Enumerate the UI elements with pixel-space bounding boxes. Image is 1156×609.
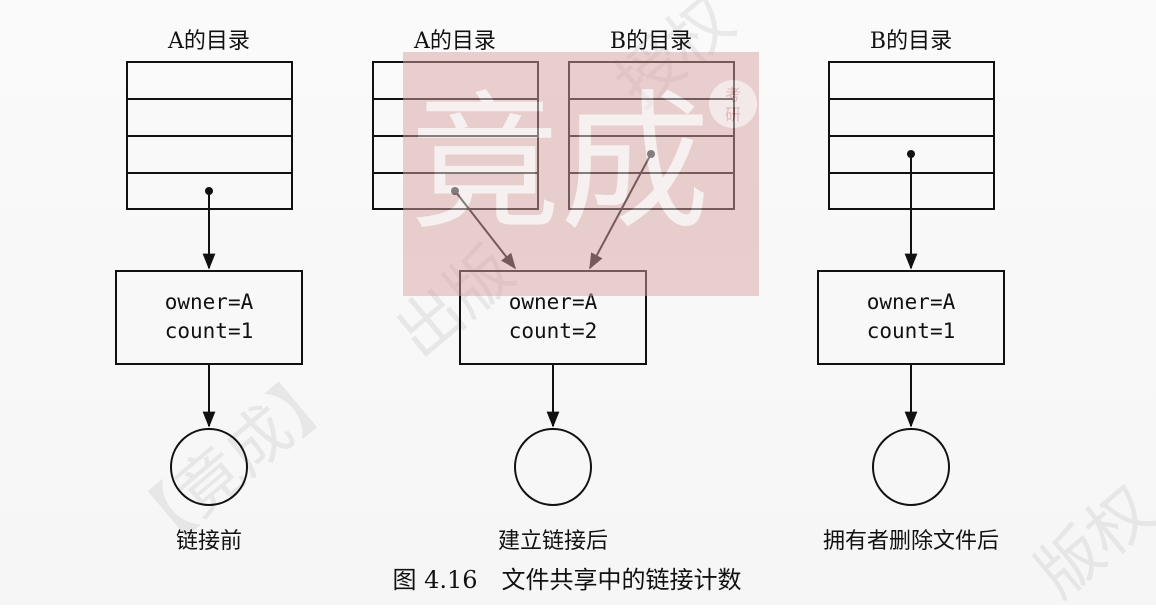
- dir-title-b: B的目录: [870, 29, 952, 54]
- index-node-box: [115, 270, 303, 365]
- owner-label: owner=A: [867, 290, 956, 314]
- index-node-box: [817, 270, 1005, 365]
- panel-caption: 建立链接后: [498, 529, 608, 554]
- svg-text:考: 考: [725, 85, 741, 104]
- file-circle: [170, 428, 248, 506]
- panel-after-owner-delete: B的目录 owner=A count=1 拥有者删除文件后: [817, 29, 1005, 554]
- file-circle: [514, 428, 592, 506]
- directory-table-a: [126, 61, 293, 210]
- count-label: count=1: [867, 319, 956, 343]
- svg-text:版权: 版权: [1023, 473, 1156, 605]
- owner-label: owner=A: [165, 290, 254, 314]
- figure-caption: 图 4.16 文件共享中的链接计数: [392, 566, 741, 594]
- panel-caption: 链接前: [176, 529, 242, 554]
- watermark-logo: 竟成 考 研: [403, 52, 759, 296]
- svg-text:研: 研: [725, 105, 741, 124]
- dir-title-a: A的目录: [413, 29, 496, 54]
- dir-title-a: A的目录: [167, 29, 250, 54]
- dir-title-b: B的目录: [610, 29, 692, 54]
- count-label: count=1: [165, 319, 254, 343]
- panel-before-link: A的目录 owner=A count=1 链接前: [115, 29, 303, 554]
- file-circle: [872, 428, 950, 506]
- watermark-logo-text: 竟成: [410, 77, 710, 251]
- panel-caption: 拥有者删除文件后: [823, 529, 999, 554]
- count-label: count=2: [509, 319, 598, 343]
